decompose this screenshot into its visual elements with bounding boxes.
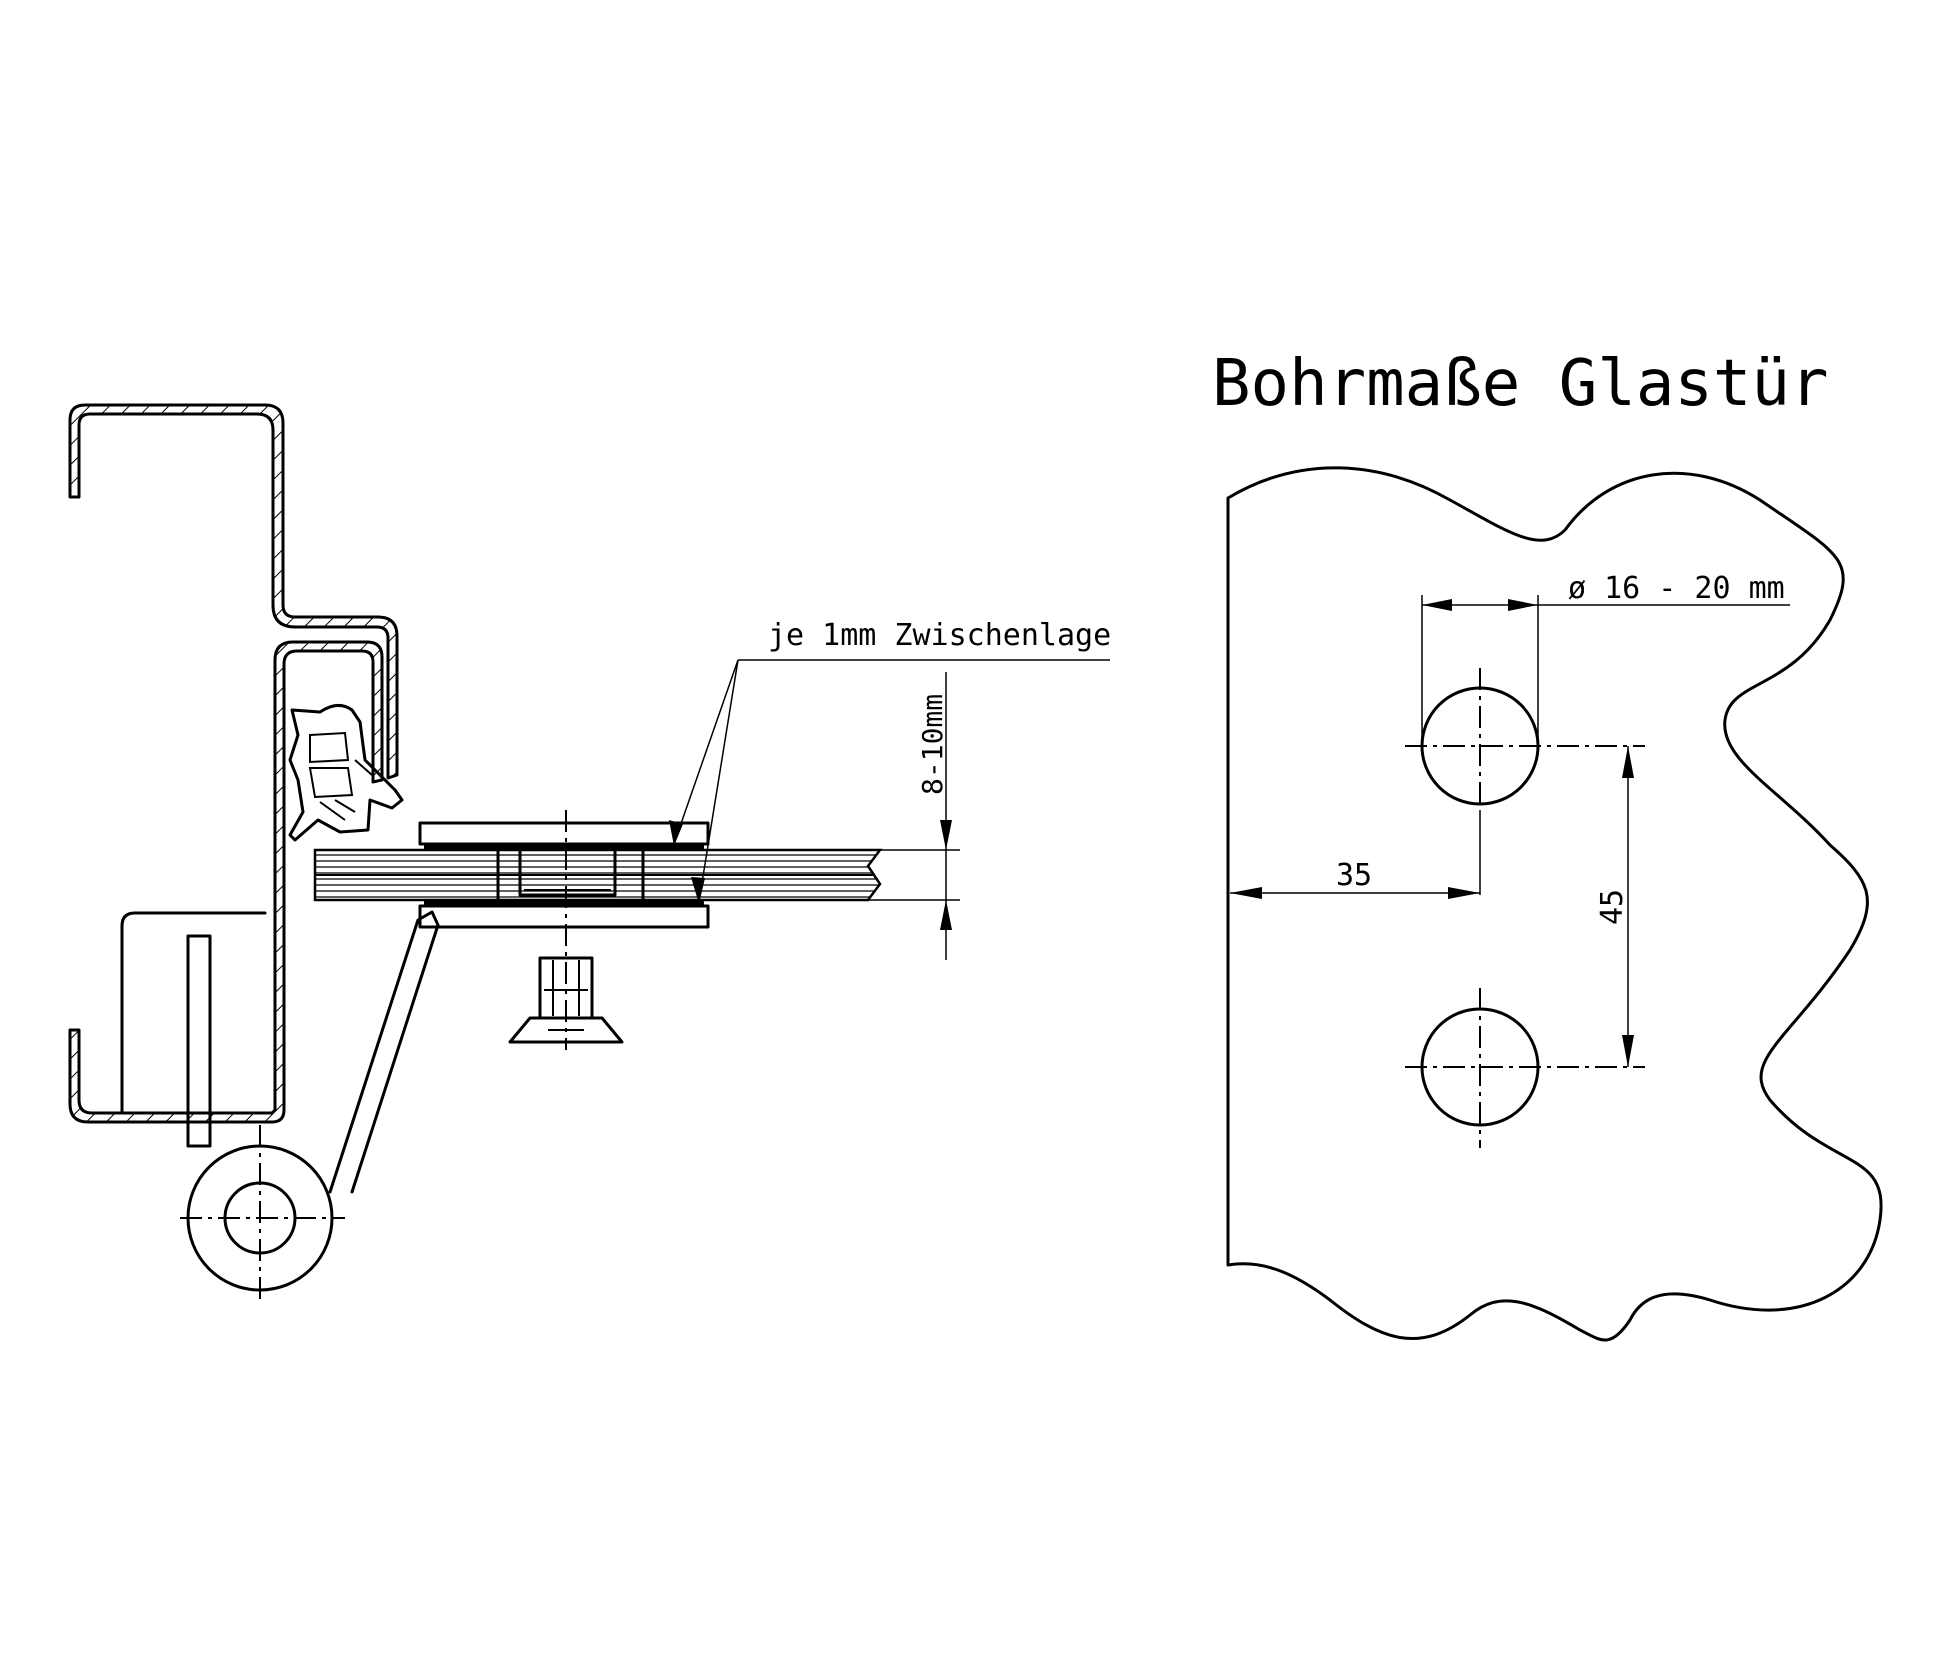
- frame-profile-jamb: [68, 640, 384, 1124]
- dimension-glass-thickness: 8-10mm: [700, 672, 960, 960]
- frame-inner-wall: [120, 911, 267, 1115]
- dimension-hole-spacing: 45: [1595, 746, 1634, 1067]
- drilling-template-view: Bohrmaße Glastür ø 16 - 20 mm 35: [1212, 347, 1883, 1342]
- dimension-edge-distance: 35: [1230, 810, 1481, 899]
- glass-thickness-label: 8-10mm: [916, 694, 949, 795]
- edge-distance-label: 35: [1336, 858, 1372, 893]
- clamp-plate-bottom: [418, 904, 710, 929]
- clamp-plate-top: [418, 821, 710, 846]
- hole-spacing-label: 45: [1595, 889, 1630, 925]
- glass-pane: [313, 848, 883, 902]
- clamp-bushing: [496, 844, 645, 906]
- hinge-arm: [328, 910, 440, 1194]
- hole-diameter-label: ø 16 - 20 mm: [1568, 571, 1785, 606]
- frame-profile-upper: [68, 403, 399, 780]
- interlayer-leader: je 1mm Zwischenlage: [669, 618, 1111, 904]
- screw: [508, 956, 624, 1044]
- hinge-leaf: [186, 934, 212, 1148]
- hinge-section-view: 8-10mm je 1mm Zwischenlage: [68, 403, 1111, 1300]
- page-title: Bohrmaße Glastür: [1212, 347, 1829, 421]
- interlayer-label: je 1mm Zwischenlage: [768, 618, 1111, 653]
- glass-door-outline: [1226, 466, 1883, 1342]
- dimension-hole-diameter: ø 16 - 20 mm: [1421, 571, 1790, 746]
- rubber-seal: [288, 704, 404, 842]
